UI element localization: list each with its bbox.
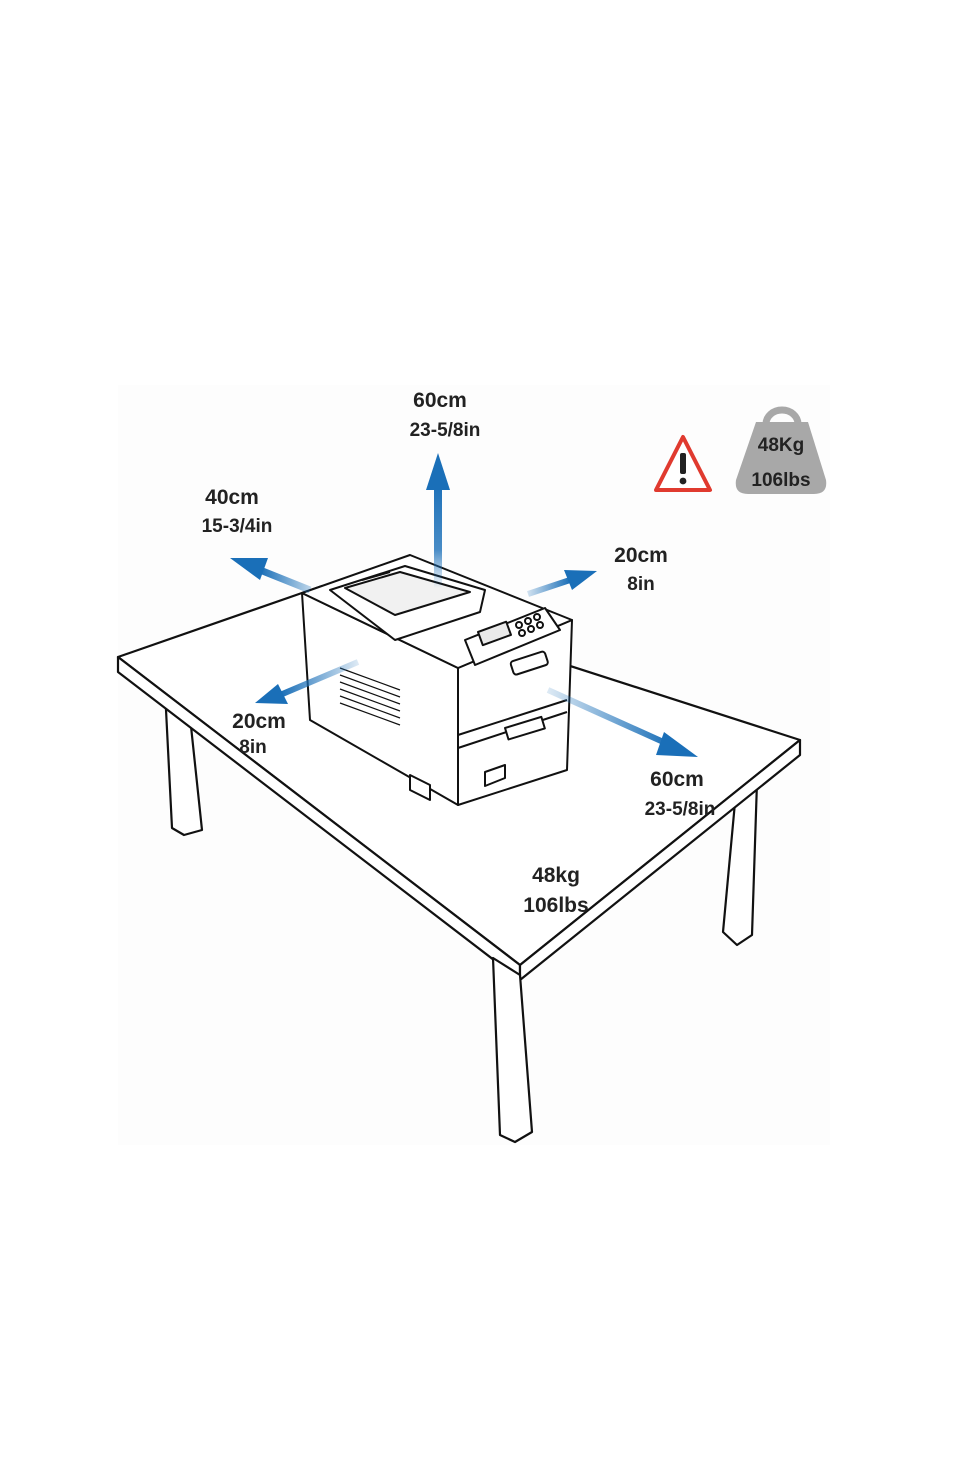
- back-imperial-label: 15-3/4in: [202, 516, 273, 537]
- front-metric-label: 60cm: [650, 768, 704, 791]
- weight-icon-metric: 48Kg: [758, 435, 804, 456]
- top-metric-label: 60cm: [413, 389, 467, 412]
- weight-icon-imperial: 106lbs: [751, 470, 810, 491]
- right-metric-label: 20cm: [614, 544, 668, 567]
- table-weight-imperial: 106lbs: [523, 894, 588, 917]
- back-metric-label: 40cm: [205, 486, 259, 509]
- left-imperial-label: 8in: [239, 737, 266, 758]
- top-imperial-label: 23-5/8in: [410, 420, 481, 441]
- front-imperial-label: 23-5/8in: [645, 799, 716, 820]
- left-metric-label: 20cm: [232, 710, 286, 733]
- right-imperial-label: 8in: [627, 574, 654, 595]
- table-weight-metric: 48kg: [532, 864, 580, 887]
